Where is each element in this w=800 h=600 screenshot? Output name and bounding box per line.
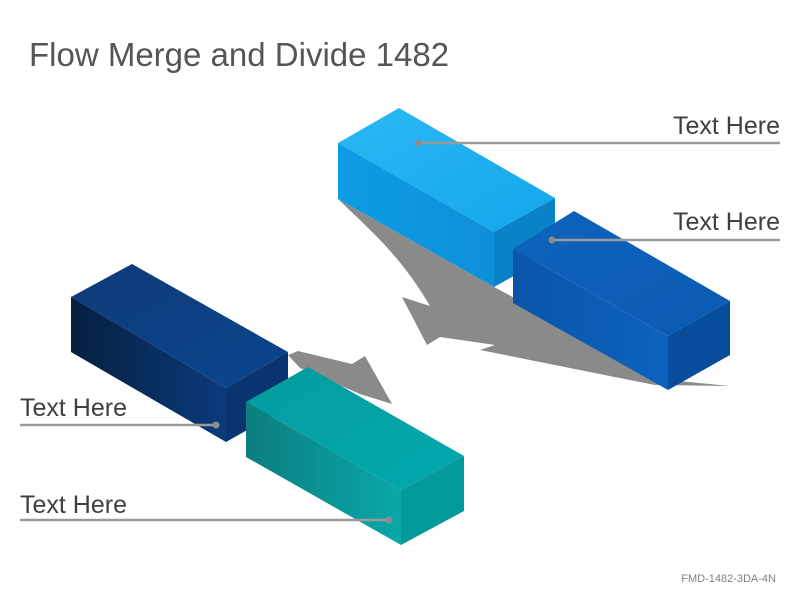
divide-flow-arrow <box>338 199 730 386</box>
teal-block <box>246 367 464 545</box>
leader-lines <box>20 139 780 524</box>
merge-flow-arrow <box>288 351 392 404</box>
footer-code: FMD-1482-3DA-4N <box>681 573 776 585</box>
page-title: Flow Merge and Divide 1482 <box>29 36 450 73</box>
label-right-top: Text Here <box>673 112 780 140</box>
label-left-top: Text Here <box>20 394 127 422</box>
medium-blue-block <box>513 211 730 390</box>
label-left-bottom: Text Here <box>20 491 127 519</box>
label-right-bottom: Text Here <box>673 208 780 236</box>
